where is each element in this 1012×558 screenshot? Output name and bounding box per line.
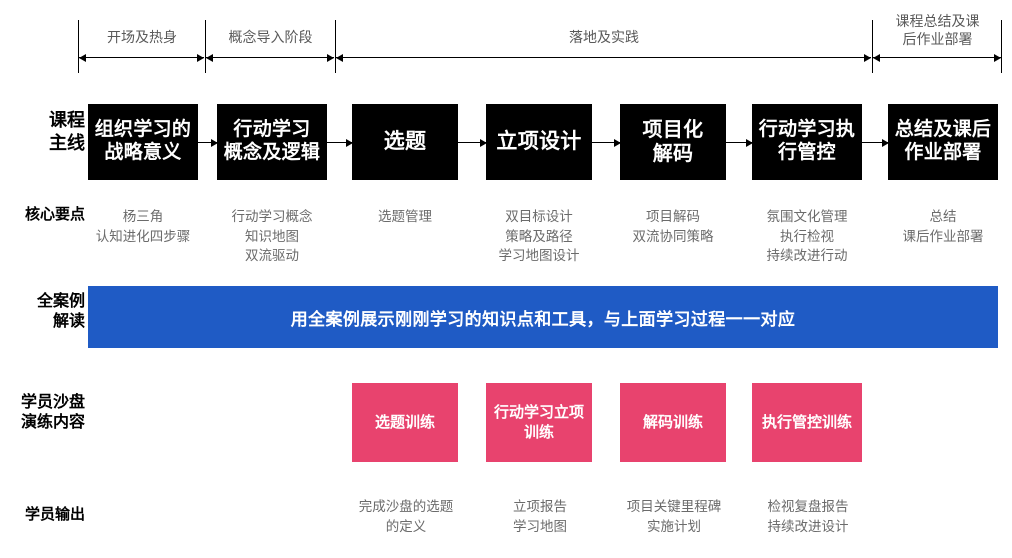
full-case-band: 用全案例展示刚刚学习的知识点和工具，与上面学习过程一一对应 — [88, 286, 998, 348]
key-points-2: 选题管理 — [378, 209, 432, 224]
phase-tick-1 — [205, 20, 206, 73]
key-points-0: 杨三角 认知进化四步骤 — [95, 209, 191, 244]
output-4: 项目关键里程碑 实施计划 — [626, 499, 722, 534]
sandbox-box-2[interactable]: 选题训练 — [352, 383, 458, 462]
step-box-5[interactable]: 行动学习执 行管控 — [752, 104, 862, 180]
key-points-3: 双目标设计 策略及路径 学习地图设计 — [498, 209, 580, 264]
step-box-0[interactable]: 组织学习的 战略意义 — [88, 104, 198, 180]
row-label-case: 全案例 解读 — [36, 293, 85, 331]
output-2: 完成沙盘的选题 的定义 — [358, 499, 454, 534]
phase-bracket-1 — [206, 53, 334, 62]
step-box-3[interactable]: 立项设计 — [486, 104, 592, 180]
phase-tick-4 — [1001, 20, 1002, 73]
output-3: 立项报告 学习地图 — [513, 499, 567, 534]
phase-bracket-3 — [873, 53, 1001, 62]
row-label-key-points: 核心要点 — [24, 206, 85, 223]
step-box-4[interactable]: 项目化 解码 — [620, 104, 726, 180]
sandbox-box-3[interactable]: 行动学习立项 训练 — [486, 383, 592, 462]
step-box-1[interactable]: 行动学习 概念及逻辑 — [217, 104, 327, 180]
sandbox-box-4[interactable]: 解码训练 — [620, 383, 726, 462]
phase-label-3: 课程总结及课 后作业部署 — [895, 13, 980, 48]
key-points-5: 氛围文化管理 执行检视 持续改进行动 — [766, 209, 848, 264]
phase-label-2: 落地及实践 — [569, 29, 639, 45]
step-box-6[interactable]: 总结及课后 作业部署 — [888, 104, 998, 180]
row-label-main-line: 课程 主线 — [49, 110, 85, 154]
flow-arrow-2 — [458, 138, 487, 147]
row-label-sandbox: 学员沙盘 演练内容 — [20, 394, 85, 432]
phase-tick-3 — [872, 20, 873, 73]
flow-arrow-3 — [592, 138, 621, 147]
row-label-output: 学员输出 — [24, 506, 85, 523]
key-points-4: 项目解码 双流协同策略 — [632, 209, 714, 244]
sandbox-box-5[interactable]: 执行管控训练 — [752, 383, 862, 462]
step-box-2[interactable]: 选题 — [352, 104, 458, 180]
phase-bracket-2 — [336, 53, 871, 62]
phase-tick-0 — [78, 20, 79, 73]
phase-bracket-0 — [79, 53, 204, 62]
flow-arrow-0 — [198, 138, 218, 147]
phase-label-1: 概念导入阶段 — [228, 29, 313, 45]
flow-arrow-1 — [327, 138, 353, 147]
flow-arrow-5 — [862, 138, 889, 147]
key-points-1: 行动学习概念 知识地图 双流驱动 — [231, 209, 313, 264]
flow-arrow-4 — [726, 138, 753, 147]
phase-label-0: 开场及热身 — [107, 29, 177, 45]
key-points-6: 总结 课后作业部署 — [902, 209, 984, 244]
phase-tick-2 — [335, 20, 336, 73]
output-5: 检视复盘报告 持续改进设计 — [767, 499, 849, 534]
